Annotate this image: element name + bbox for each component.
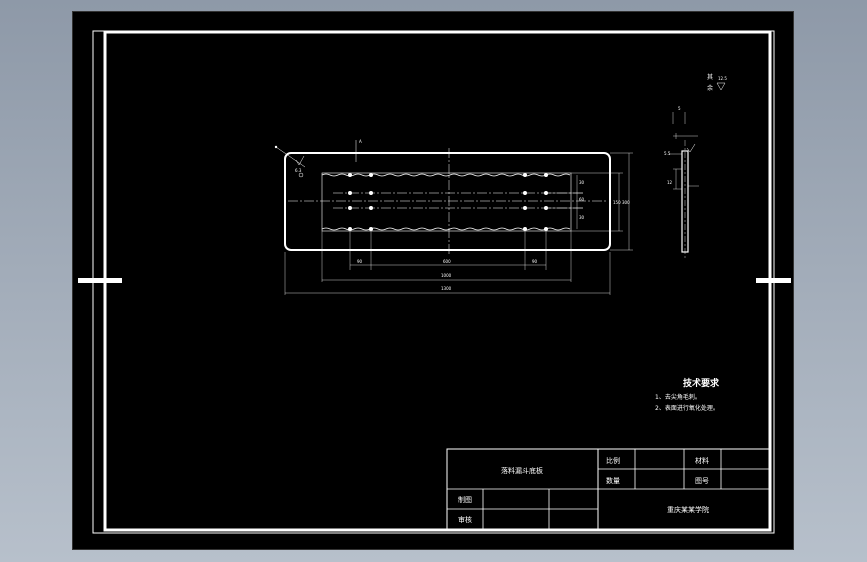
dim-hole-gap-3: 30 xyxy=(579,215,585,220)
organization-name: 重庆某某学院 xyxy=(667,505,709,514)
dim-slot-width: 150 xyxy=(613,200,621,205)
roughness-note-plate: 6.3 xyxy=(295,168,302,173)
hole xyxy=(369,173,373,177)
side-top-dim: 5 xyxy=(678,106,681,111)
drawing-number-label: 图号 xyxy=(695,477,709,485)
inner-sheet-frame xyxy=(103,30,772,532)
dim-hole-gap-1: 30 xyxy=(579,180,585,185)
hole xyxy=(544,173,548,177)
dim-slot-length: 1000 xyxy=(441,273,452,278)
centring-mark-right xyxy=(756,278,791,283)
tech-requirement-item: 1、去尖角毛刺。 xyxy=(655,393,701,401)
slot-top-edge xyxy=(321,173,571,177)
bottom-dimensions: 90 600 90 1000 1300 xyxy=(284,229,611,295)
roughness-prefix-qi: 其 xyxy=(707,73,713,81)
leader-line xyxy=(275,146,306,168)
roughness-symbol-side xyxy=(686,143,696,153)
dim-right-spacing: 90 xyxy=(532,259,538,264)
title-block[interactable]: 落料漏斗底板 比例 数量 材料 图号 制图 审核 重庆某某学院 xyxy=(446,448,770,530)
roughness-value: 12.5 xyxy=(718,76,727,81)
hole-marker xyxy=(298,172,304,178)
technical-requirements: 技术要求 1、去尖角毛刺。 2、表面进行氧化处理。 xyxy=(655,377,720,412)
hole xyxy=(369,191,373,195)
dim-left-spacing: 90 xyxy=(357,259,363,264)
drawing-viewport[interactable]: A 6.3 90 600 90 xyxy=(73,12,793,549)
dim-plate-width: 300 xyxy=(622,200,630,205)
slot-outline xyxy=(321,172,572,232)
side-vertical-dim: 12 xyxy=(667,180,673,185)
plate-main-view[interactable]: A 6.3 90 600 90 xyxy=(274,139,633,295)
roughness-symbol xyxy=(716,82,726,91)
material-label: 材料 xyxy=(695,456,709,465)
hole xyxy=(348,191,352,195)
dim-total-length: 1300 xyxy=(441,286,452,291)
slot-bottom-edge xyxy=(321,227,571,231)
leader-end xyxy=(274,145,278,149)
roughness-prefix-yu: 余 xyxy=(707,84,713,92)
scale-label: 比例 xyxy=(606,456,620,465)
cad-drawing-canvas[interactable]: A 6.3 90 600 90 xyxy=(73,12,793,549)
dim-hole-gap-2: 60 xyxy=(579,197,585,202)
hole xyxy=(523,191,527,195)
hole xyxy=(523,173,527,177)
tech-requirement-item: 2、表面进行氧化处理。 xyxy=(655,404,719,412)
plate-outline xyxy=(284,152,611,251)
hole xyxy=(348,173,352,177)
centring-mark-left xyxy=(78,278,122,283)
part-name: 落料漏斗底板 xyxy=(501,466,543,475)
hole xyxy=(369,206,373,210)
hole-pattern xyxy=(348,173,548,231)
plate-side-view[interactable]: 5 5.5 12 xyxy=(664,106,699,258)
outer-sheet-border xyxy=(92,30,775,534)
right-dimensions: 30 60 30 150 300 xyxy=(546,152,633,251)
checked-by-label: 审核 xyxy=(458,515,472,524)
drawn-by-label: 制图 xyxy=(458,495,472,504)
hole xyxy=(523,206,527,210)
tech-requirements-title: 技术要求 xyxy=(683,377,720,389)
hole xyxy=(348,206,352,210)
surface-roughness-note: 其 余 12.5 xyxy=(707,73,727,92)
side-thickness-label: 5.5 xyxy=(664,151,671,156)
section-mark-a: A xyxy=(359,139,362,144)
dim-hole-span: 600 xyxy=(443,259,451,264)
roughness-symbol-plate xyxy=(295,155,305,166)
quantity-label: 数量 xyxy=(606,476,620,485)
